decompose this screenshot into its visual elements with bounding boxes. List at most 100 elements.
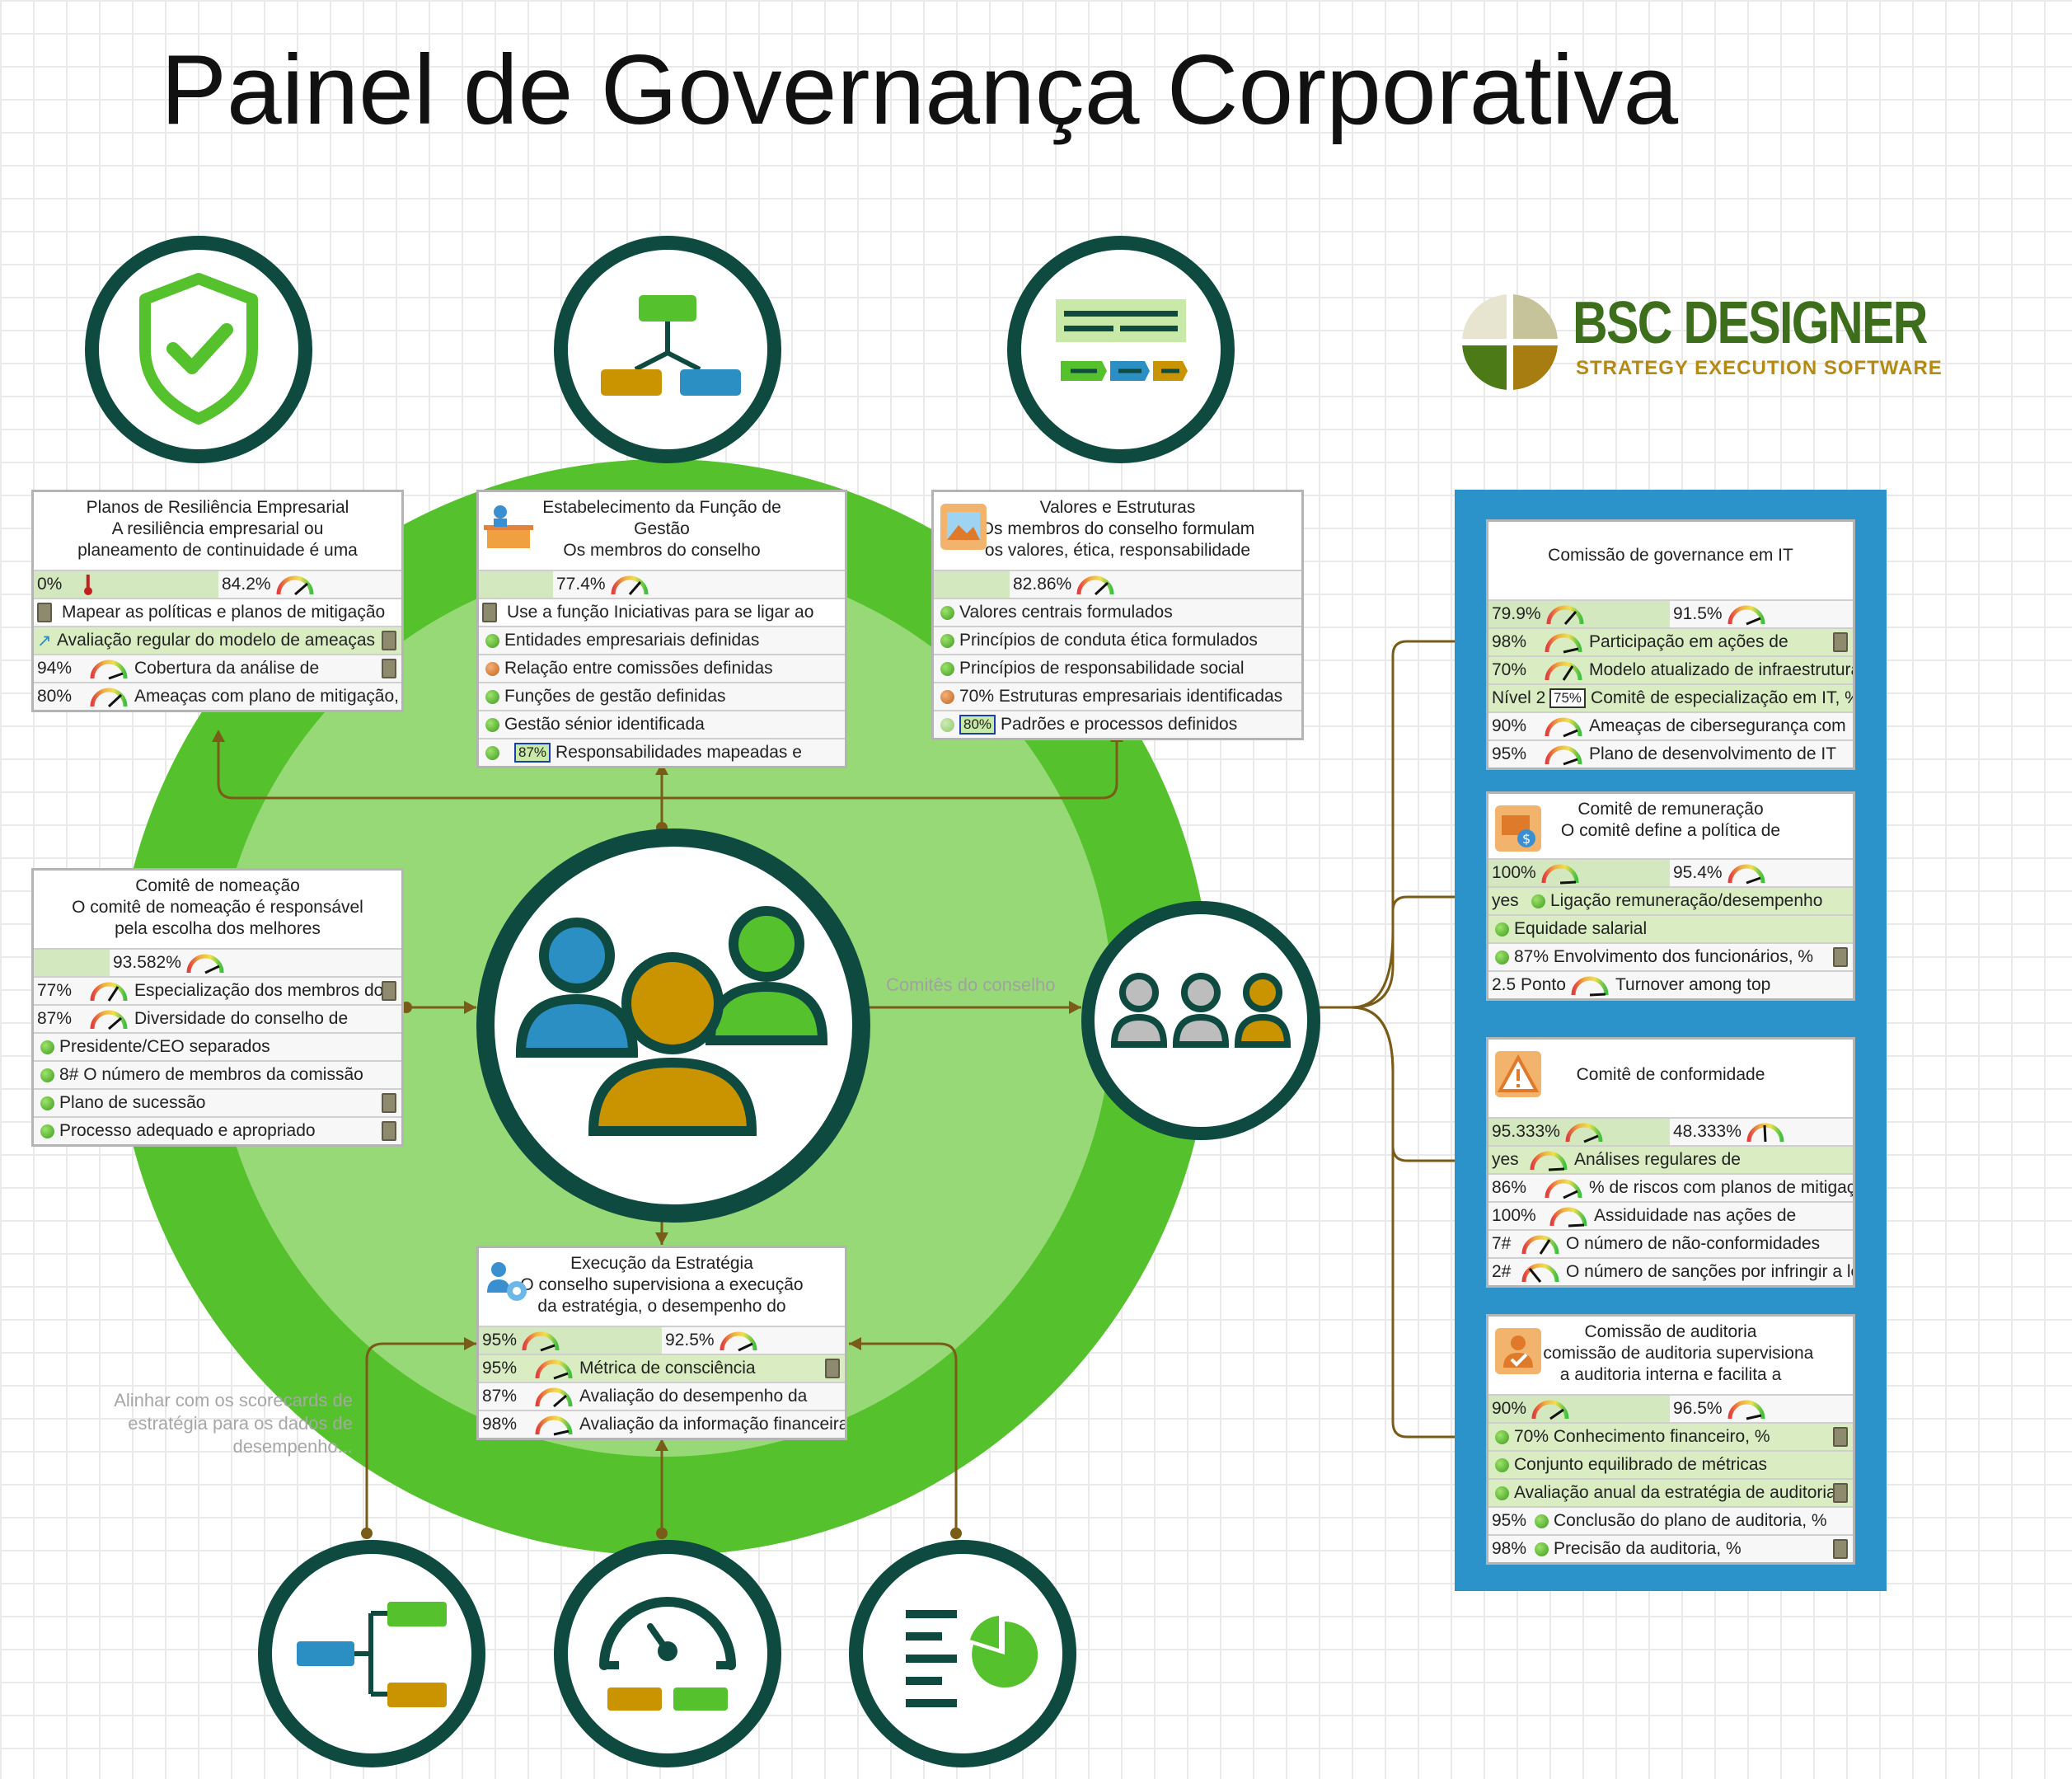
- clipboard-icon: [382, 1121, 396, 1141]
- list-item[interactable]: 90%Ameaças de cibersegurança com: [1488, 711, 1853, 739]
- list-item[interactable]: 95%Conclusão do plano de auditoria, %: [1488, 1506, 1853, 1534]
- list-item[interactable]: 98%Participação em ações de: [1488, 627, 1853, 655]
- metric-value: 48.333%: [1673, 1122, 1742, 1141]
- gauge-icon: [90, 659, 128, 680]
- card-resiliencia[interactable]: Planos de Resiliência Empresarial A resi…: [31, 490, 404, 712]
- chart-icon: ↗: [37, 631, 52, 650]
- gauge-icon: [535, 1415, 573, 1436]
- list-item[interactable]: 100%Assiduidade nas ações de: [1488, 1201, 1853, 1229]
- bsc-designer-logo[interactable]: BSC DESIGNER STRATEGY EXECUTION SOFTWARE: [1459, 284, 1942, 400]
- list-item[interactable]: Funções de gestão definidas: [479, 682, 845, 710]
- status-dot-icon: [940, 661, 954, 676]
- metric-value: 96.5%: [1673, 1399, 1723, 1418]
- list-item[interactable]: 87% Envolvimento dos funcionários, %: [1488, 942, 1853, 970]
- list-item[interactable]: Presidente/CEO separados: [34, 1032, 401, 1060]
- card-conformidade-title-1: Comitê de conformidade: [1576, 1065, 1765, 1084]
- list-item[interactable]: Valores centrais formulados: [934, 598, 1301, 626]
- list-item[interactable]: 87%Diversidade do conselho de: [34, 1004, 401, 1032]
- list-item[interactable]: 8# O número de membros da comissão: [34, 1060, 401, 1088]
- card-conformidade[interactable]: Comitê de conformidade 95.333% 48.333% y…: [1486, 1037, 1855, 1288]
- report-chart-icon: [849, 1540, 1076, 1767]
- clipboard-icon: [1833, 1483, 1848, 1503]
- gauge-icon: [1545, 633, 1582, 654]
- card-valores[interactable]: Valores e Estruturas Os membros do conse…: [931, 490, 1304, 740]
- gauge-icon: [1727, 1400, 1765, 1420]
- status-dot-icon: [40, 1068, 54, 1082]
- card-execucao-title-1: Execução da Estratégia: [570, 1254, 753, 1273]
- list-item[interactable]: Plano de sucessão: [34, 1088, 401, 1116]
- status-dot-icon: [485, 633, 499, 648]
- card-funcao-title-2: Gestão: [634, 519, 690, 538]
- list-item[interactable]: 95%Métrica de consciência: [479, 1354, 845, 1382]
- list-item[interactable]: 86%% de riscos com planos de mitigação: [1488, 1173, 1853, 1201]
- card-remuneracao[interactable]: $ Comitê de remuneração O comitê define …: [1486, 791, 1855, 1001]
- list-item[interactable]: 80%Padrões e processos definidos: [934, 710, 1301, 738]
- gauge-icon: [276, 575, 314, 596]
- board-members-circle[interactable]: [476, 828, 870, 1223]
- gauge-icon: [1565, 1123, 1603, 1143]
- list-item[interactable]: 2#O número de sanções por infringir a le…: [1488, 1257, 1853, 1285]
- card-it-title-1: Comissão de governance em IT: [1548, 546, 1793, 565]
- progress-badge: 87%: [514, 743, 551, 763]
- list-item[interactable]: Processo adequado e apropriado: [34, 1116, 401, 1144]
- list-item[interactable]: 70% Estruturas empresariais identificada…: [934, 682, 1301, 710]
- list-item[interactable]: 70%Modelo atualizado de infraestrutura: [1488, 655, 1853, 683]
- list-item[interactable]: ↗Avaliação regular do modelo de ameaças: [34, 626, 401, 654]
- shield-check-icon: [85, 236, 312, 463]
- card-execucao-title-2: O conselho supervisiona a execução: [520, 1275, 804, 1294]
- list-item[interactable]: Princípios de responsabilidade social: [934, 654, 1301, 682]
- list-item[interactable]: 94%Cobertura da análise de: [34, 654, 401, 682]
- card-nomeacao[interactable]: Comitê de nomeação O comitê de nomeação …: [31, 868, 404, 1147]
- progress-badge: 80%: [959, 715, 996, 735]
- status-dot-icon: [1495, 922, 1509, 936]
- gauge-icon: [1746, 1123, 1784, 1143]
- list-item[interactable]: 95%Plano de desenvolvimento de IT: [1488, 739, 1853, 767]
- list-item[interactable]: 77%Especialização dos membros do: [34, 976, 401, 1004]
- gauge-icon: [1541, 864, 1579, 885]
- status-dot-icon: [940, 633, 954, 648]
- logo-emblem-icon: [1460, 293, 1559, 392]
- list-item[interactable]: Conjunto equilibrado de métricas: [1488, 1450, 1853, 1478]
- card-auditoria[interactable]: Comissão de auditoria A comissão de audi…: [1486, 1314, 1855, 1565]
- thermometer-icon: [84, 575, 93, 595]
- warning-icon: [1495, 1051, 1541, 1097]
- list-item[interactable]: 70% Conhecimento financeiro, %: [1488, 1422, 1853, 1450]
- list-item[interactable]: 98%Precisão da auditoria, %: [1488, 1534, 1853, 1562]
- clipboard-icon: [382, 631, 396, 650]
- list-item[interactable]: Entidades empresariais definidas: [479, 626, 845, 654]
- card-auditoria-title-1: Comissão de auditoria: [1584, 1322, 1757, 1341]
- list-item[interactable]: Equidade salarial: [1488, 914, 1853, 942]
- list-item[interactable]: Mapear as políticas e planos de mitigaçã…: [34, 598, 401, 626]
- list-item[interactable]: 87%Avaliação do desempenho da: [479, 1382, 845, 1410]
- gauge-icon: [1530, 1151, 1568, 1171]
- status-dot-icon: [940, 605, 954, 620]
- list-item[interactable]: 87%Responsabilidades mapeadas e: [479, 738, 845, 766]
- card-it[interactable]: Comissão de governance em IT 79.9% 91.5%…: [1486, 519, 1855, 770]
- list-item[interactable]: 98%Avaliação da informação financeira: [479, 1410, 845, 1438]
- list-item[interactable]: Gestão sénior identificada: [479, 710, 845, 738]
- metric-value: 82.86%: [1013, 575, 1072, 594]
- card-valores-title-2: Os membros do conselho formulam: [980, 519, 1255, 538]
- clipboard-icon: [1833, 947, 1848, 967]
- status-dot-icon: [40, 1124, 54, 1138]
- list-item[interactable]: Avaliação anual da estratégia de auditor…: [1488, 1478, 1853, 1506]
- list-item[interactable]: Princípios de conduta ética formulados: [934, 626, 1301, 654]
- auditor-icon: [1495, 1328, 1541, 1374]
- list-item[interactable]: 80%Ameaças com plano de mitigação, %: [34, 682, 401, 710]
- metric-value: 90%: [1492, 1399, 1527, 1418]
- list-item[interactable]: Use a função Iniciativas para se ligar a…: [479, 598, 845, 626]
- desk-icon: [484, 505, 533, 548]
- metric-value: 95.333%: [1492, 1122, 1560, 1141]
- list-item[interactable]: Relação entre comissões definidas: [479, 654, 845, 682]
- metric-value: 79.9%: [1492, 604, 1541, 623]
- card-funcao[interactable]: Estabelecimento da Função de Gestão Os m…: [476, 490, 847, 768]
- committees-circle[interactable]: [1081, 901, 1320, 1140]
- committees-label: Comitês do conselho: [886, 974, 1056, 995]
- card-execucao[interactable]: Execução da Estratégia O conselho superv…: [476, 1246, 847, 1440]
- gauge-icon: [1545, 717, 1582, 738]
- list-item[interactable]: 7#O número de não-conformidades: [1488, 1229, 1853, 1257]
